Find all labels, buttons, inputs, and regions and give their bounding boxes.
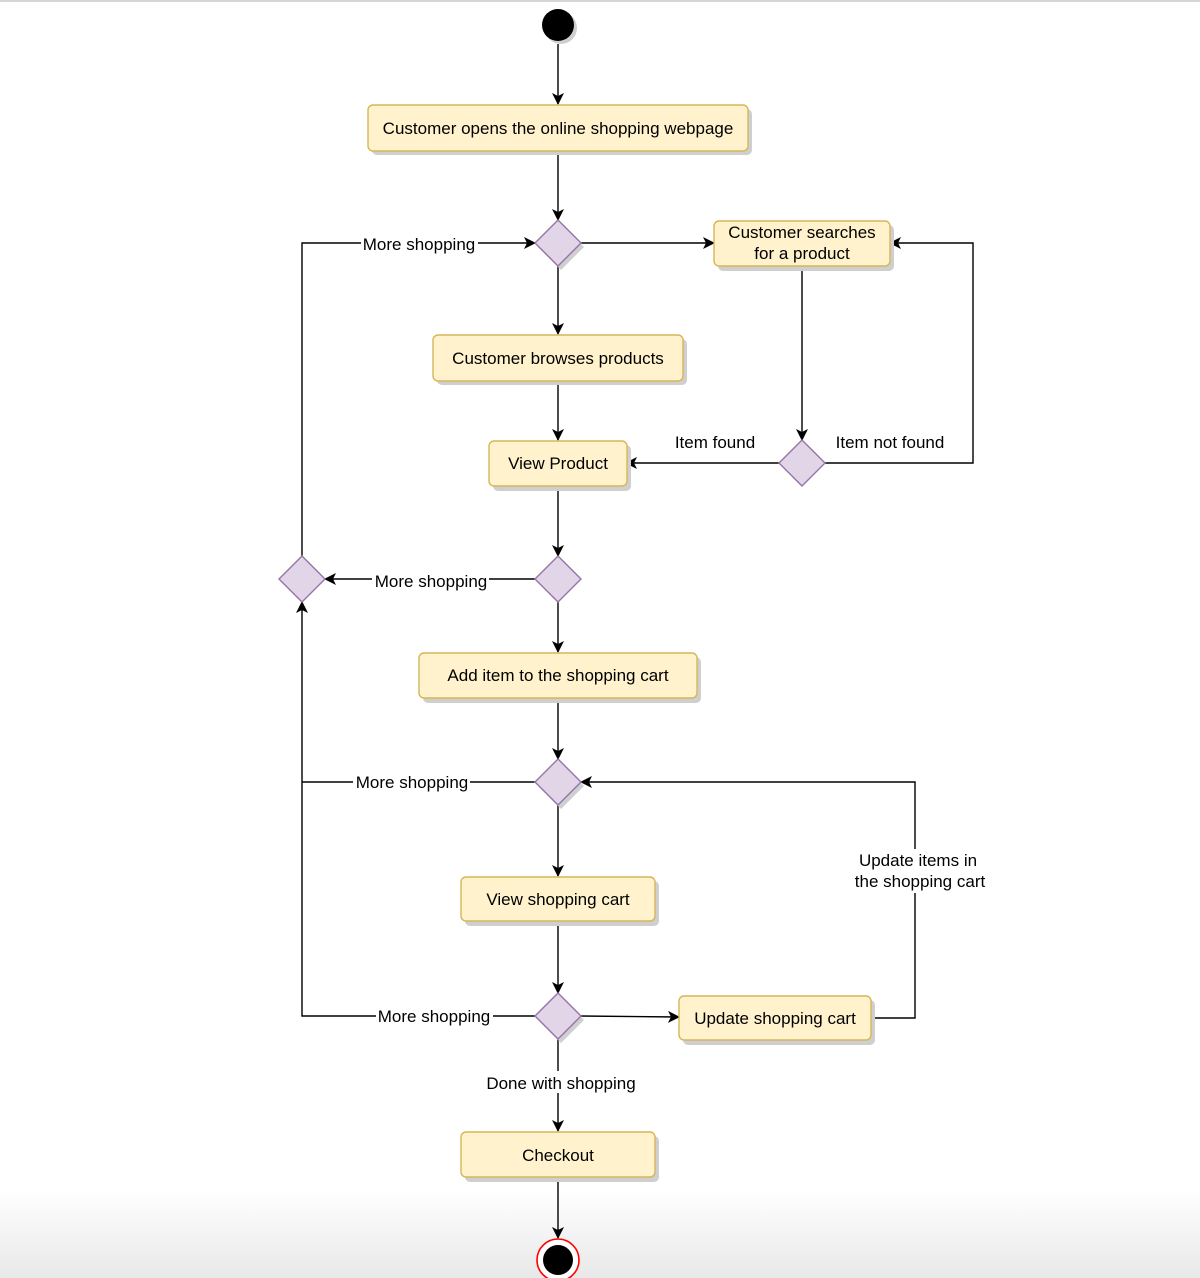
action-search-product-label-line1: Customer searches xyxy=(728,223,875,242)
label-update-items-line1: Update items in xyxy=(859,851,977,870)
action-open-webpage-label: Customer opens the online shopping webpa… xyxy=(383,119,734,138)
bottom-fade xyxy=(0,1190,1200,1278)
edge-item-not-found-loop xyxy=(825,237,974,464)
label-more-shopping-4: More shopping xyxy=(378,1007,490,1026)
initial-node xyxy=(542,9,577,44)
label-more-shopping-2: More shopping xyxy=(375,572,487,591)
label-update-items-line2: the shopping cart xyxy=(855,872,986,891)
action-add-item-label: Add item to the shopping cart xyxy=(447,666,668,685)
decision-node-item-search xyxy=(778,439,826,487)
action-browse-products: Customer browses products xyxy=(432,334,687,385)
merge-node-more-shopping xyxy=(278,555,326,603)
action-checkout: Checkout xyxy=(460,1131,659,1182)
edge-merge-to-decision1 xyxy=(301,237,536,556)
decision-node-after-view-cart xyxy=(534,992,584,1043)
edge-labels: More shopping More shopping More shoppin… xyxy=(353,233,989,1093)
edge-decision5-to-update-cart xyxy=(579,1010,680,1023)
action-search-product-label-line2: for a product xyxy=(754,244,850,263)
final-node xyxy=(536,1238,580,1278)
action-view-cart-label: View shopping cart xyxy=(486,890,630,909)
edge-update-cart-loop xyxy=(580,776,916,1019)
action-add-item: Add item to the shopping cart xyxy=(418,652,701,703)
action-open-webpage: Customer opens the online shopping webpa… xyxy=(367,104,752,155)
action-view-product-label: View Product xyxy=(508,454,608,473)
decision-node-after-add-item xyxy=(534,758,584,809)
label-more-shopping-1: More shopping xyxy=(363,235,475,254)
label-more-shopping-3: More shopping xyxy=(356,773,468,792)
action-view-cart: View shopping cart xyxy=(460,876,659,926)
action-view-product: View Product xyxy=(488,440,631,491)
top-border xyxy=(0,0,1200,2)
action-browse-products-label: Customer browses products xyxy=(452,349,664,368)
decision-node-after-view-product xyxy=(534,555,582,603)
label-done-with-shopping: Done with shopping xyxy=(486,1074,635,1093)
label-item-not-found: Item not found xyxy=(836,433,945,452)
action-update-cart: Update shopping cart xyxy=(678,995,875,1045)
label-item-found: Item found xyxy=(675,433,755,452)
action-search-product: Customer searches for a product xyxy=(713,220,894,271)
action-checkout-label: Checkout xyxy=(522,1146,594,1165)
decision-node-1 xyxy=(534,219,584,270)
action-update-cart-label: Update shopping cart xyxy=(694,1009,856,1028)
